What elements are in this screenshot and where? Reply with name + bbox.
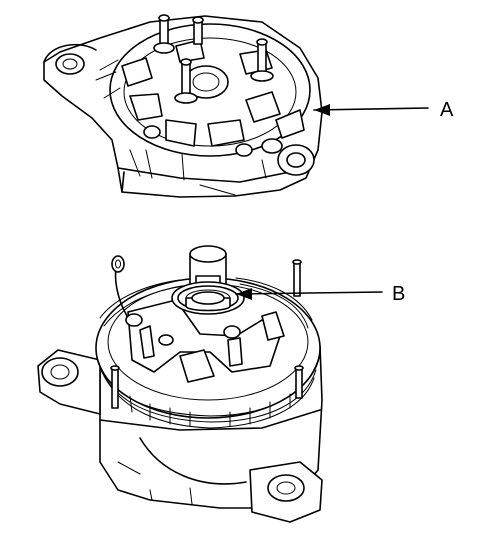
callout-b: B bbox=[235, 283, 405, 305]
callout-a-label: A bbox=[440, 99, 454, 121]
rotor-shaft bbox=[171, 245, 245, 315]
callout-b-label: B bbox=[392, 283, 405, 305]
rectifier-assembly bbox=[125, 299, 285, 383]
callout-a: A bbox=[313, 99, 454, 121]
rear-housing bbox=[43, 14, 323, 198]
